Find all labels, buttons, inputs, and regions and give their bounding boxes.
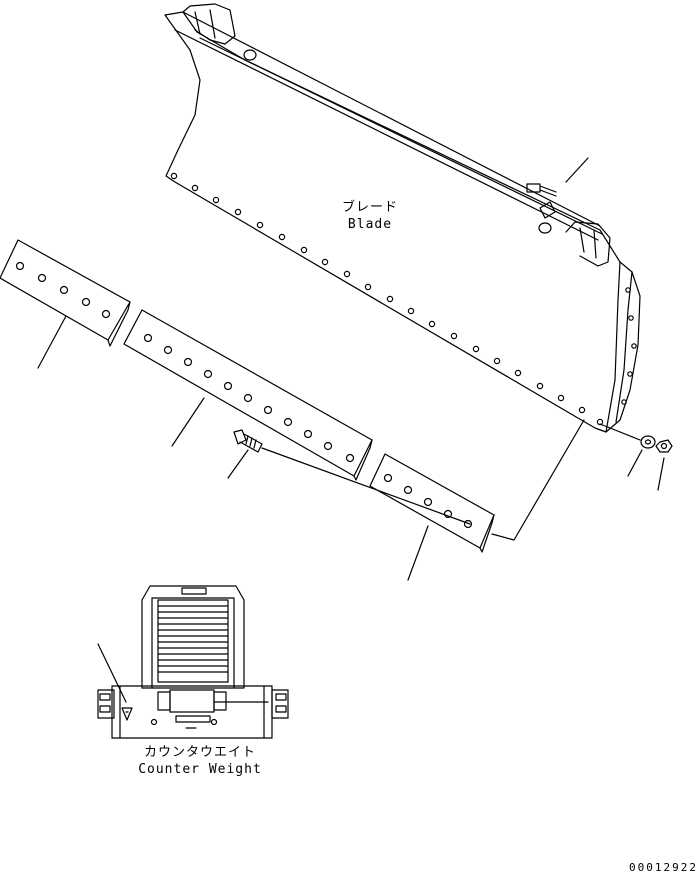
blade-label: Blade	[347, 217, 393, 232]
washer-and-nut	[599, 423, 673, 453]
counter-weight	[97, 585, 289, 739]
counter-weight-label-japanese: カウンタウエイト	[143, 745, 256, 760]
drawing-number: 00012922	[629, 861, 698, 874]
counter-weight-label: Counter Weight	[138, 762, 262, 777]
plow-bolt	[233, 429, 471, 525]
blade	[164, 3, 641, 433]
cutting-edge-right	[369, 453, 495, 553]
blade-label-japanese: ブレード	[341, 200, 398, 215]
cutting-edge-left	[0, 239, 131, 347]
callout-leaders	[37, 157, 665, 581]
cutting-edge-center	[123, 309, 373, 481]
